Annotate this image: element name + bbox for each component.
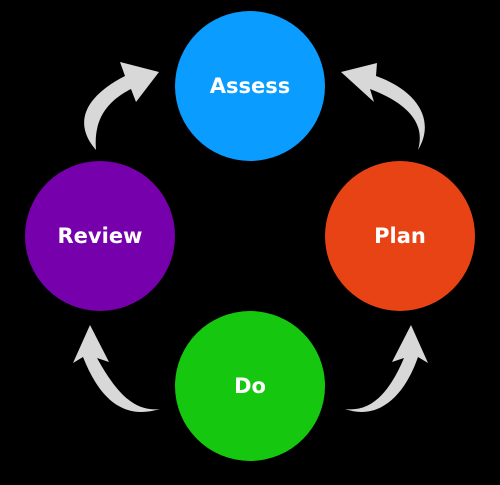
cycle-arrows bbox=[73, 62, 428, 412]
node-plan-circle bbox=[325, 161, 475, 311]
node-review-label: Review bbox=[58, 224, 143, 248]
node-review-circle bbox=[25, 161, 175, 311]
arrow-do-to-review bbox=[73, 325, 160, 412]
node-assess: Assess bbox=[175, 11, 325, 161]
node-plan: Plan bbox=[325, 161, 475, 311]
node-review: Review bbox=[25, 161, 175, 311]
node-assess-label: Assess bbox=[210, 74, 291, 98]
node-do-label: Do bbox=[234, 374, 266, 398]
arrow-do-to-plan bbox=[345, 325, 428, 412]
node-plan-label: Plan bbox=[374, 224, 426, 248]
arrow-plan-to-assess bbox=[341, 63, 425, 150]
arrow-review-to-assess bbox=[84, 62, 159, 150]
node-do-circle bbox=[175, 311, 325, 461]
node-do: Do bbox=[175, 311, 325, 461]
node-assess-circle bbox=[175, 11, 325, 161]
